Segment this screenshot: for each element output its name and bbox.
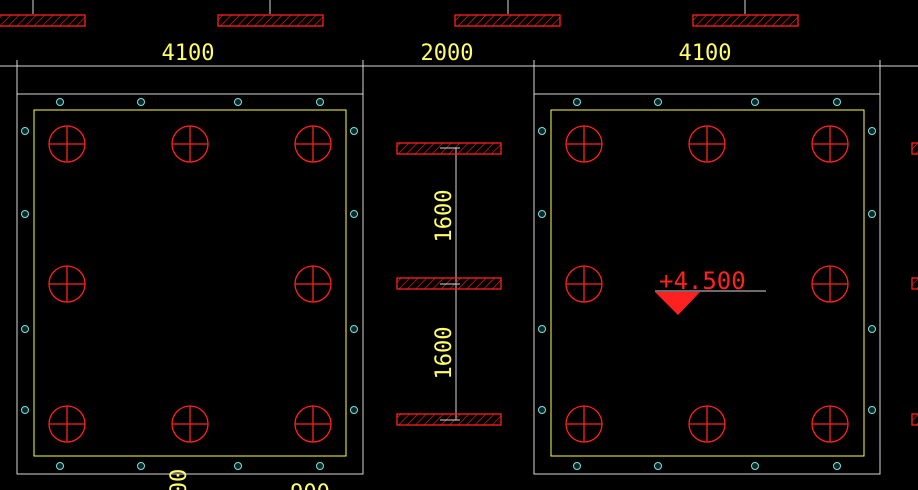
anchor-bolt bbox=[833, 98, 841, 106]
anchor-bolt bbox=[21, 127, 29, 135]
anchor-bolt bbox=[573, 462, 581, 470]
anchor-bolt bbox=[833, 462, 841, 470]
anchor-bolt bbox=[350, 325, 358, 333]
middle-beams: 1600 1600 bbox=[396, 142, 502, 426]
dim-text-top-right: 4100 bbox=[679, 41, 732, 66]
dim-text-vertical-upper: 1600 bbox=[432, 190, 457, 243]
anchor-bolt bbox=[234, 462, 242, 470]
elevation-triangle-icon bbox=[655, 292, 700, 315]
anchor-bolt bbox=[573, 98, 581, 106]
pile-circle bbox=[811, 405, 849, 443]
anchor-bolt bbox=[350, 210, 358, 218]
dim-text-bottom-partial-left: 00 bbox=[167, 469, 192, 490]
anchor-bolt bbox=[137, 98, 145, 106]
pile-circle bbox=[48, 125, 86, 163]
anchor-bolt bbox=[316, 98, 324, 106]
anchor-bolts-right bbox=[538, 98, 876, 470]
pile-circle bbox=[294, 405, 332, 443]
beam-top-1 bbox=[0, 14, 86, 27]
pile-cap-left[interactable] bbox=[16, 93, 364, 475]
anchor-bolt bbox=[350, 406, 358, 414]
dim-text-bottom-partial-right: 900 bbox=[290, 481, 330, 490]
pile-group-right bbox=[565, 125, 849, 443]
pile-circle bbox=[171, 405, 209, 443]
anchor-bolt bbox=[538, 210, 546, 218]
pile-circle bbox=[294, 265, 332, 303]
pile-circle bbox=[565, 125, 603, 163]
anchor-bolt bbox=[654, 98, 662, 106]
pile-group-left bbox=[48, 125, 332, 443]
dim-text-vertical-lower: 1600 bbox=[432, 327, 457, 380]
pile-circle bbox=[688, 405, 726, 443]
anchor-bolt bbox=[21, 406, 29, 414]
pile-cap-left-inner-border bbox=[33, 109, 347, 457]
anchor-bolts-left bbox=[21, 98, 358, 470]
pile-circle bbox=[565, 405, 603, 443]
pile-circle bbox=[688, 125, 726, 163]
anchor-bolt bbox=[751, 462, 759, 470]
anchor-bolt bbox=[21, 210, 29, 218]
pile-circle bbox=[565, 265, 603, 303]
anchor-bolt bbox=[137, 462, 145, 470]
pile-cap-right-outline bbox=[533, 93, 881, 475]
top-dimension-line: 4100 2000 4100 bbox=[0, 41, 918, 94]
beam-top-3 bbox=[454, 14, 561, 27]
anchor-bolt bbox=[56, 98, 64, 106]
anchor-bolt bbox=[234, 98, 242, 106]
pile-circle bbox=[811, 265, 849, 303]
anchor-bolt bbox=[21, 325, 29, 333]
dim-text-top-left: 4100 bbox=[162, 41, 215, 66]
bottom-partial-dimensions: 00 900 bbox=[167, 469, 330, 490]
anchor-bolt bbox=[538, 406, 546, 414]
right-edge-beams bbox=[911, 142, 918, 426]
elevation-marker[interactable]: +4.500 bbox=[655, 267, 766, 315]
anchor-bolt bbox=[868, 325, 876, 333]
pile-cap-right-inner-border bbox=[550, 109, 865, 457]
elevation-label: +4.500 bbox=[659, 267, 746, 295]
pile-circle bbox=[294, 125, 332, 163]
anchor-bolt bbox=[56, 462, 64, 470]
dim-text-top-middle: 2000 bbox=[421, 41, 474, 66]
beam-top-4 bbox=[692, 14, 799, 27]
anchor-bolt bbox=[538, 127, 546, 135]
anchor-bolt bbox=[751, 98, 759, 106]
anchor-bolt bbox=[868, 210, 876, 218]
top-beams bbox=[0, 0, 799, 27]
pile-cap-left-outline bbox=[16, 93, 364, 475]
beam-top-2 bbox=[217, 14, 324, 27]
anchor-bolt bbox=[654, 462, 662, 470]
pile-circle bbox=[811, 125, 849, 163]
anchor-bolt bbox=[868, 406, 876, 414]
anchor-bolt bbox=[538, 325, 546, 333]
anchor-bolt bbox=[868, 127, 876, 135]
pile-circle bbox=[48, 405, 86, 443]
anchor-bolt bbox=[316, 462, 324, 470]
pile-cap-right[interactable]: +4.500 bbox=[533, 93, 881, 475]
anchor-bolt bbox=[350, 127, 358, 135]
pile-circle bbox=[48, 265, 86, 303]
pile-circle bbox=[171, 125, 209, 163]
